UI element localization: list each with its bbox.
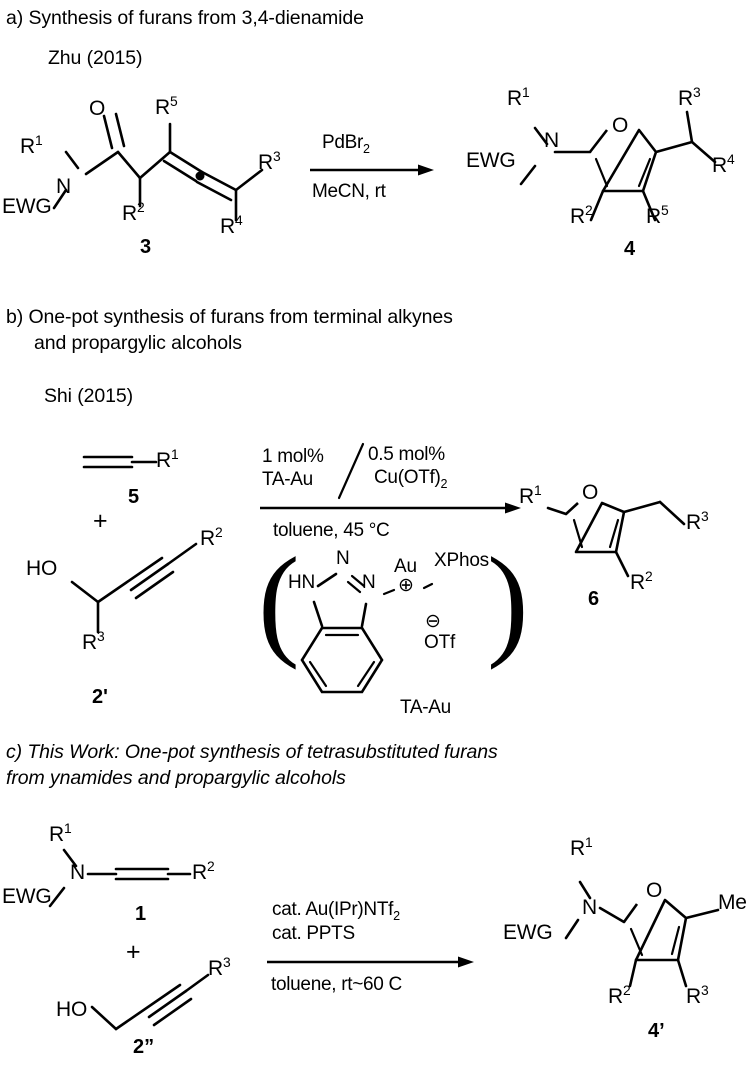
structure-tetrasubstituted-furan-4prime	[460, 830, 754, 1040]
atom-label-ewg: EWG	[466, 149, 516, 172]
panel-a-heading: a) Synthesis of furans from 3,4-dienamid…	[6, 7, 364, 29]
reaction-arrow-c	[267, 955, 475, 969]
compound-label-3: 3	[140, 236, 152, 258]
atom-label-n-top: N	[336, 548, 350, 569]
conditions-slash-b	[337, 442, 367, 500]
atom-label-au: Au	[394, 556, 417, 577]
catalyst-paren-left: (	[258, 533, 300, 671]
catalyst-paren-right: )	[487, 533, 529, 671]
atom-label-r3: R3	[678, 84, 701, 110]
atom-label-r3: R3	[82, 628, 105, 654]
atom-label-otf: OTf	[424, 632, 456, 653]
reaction-arrow-a	[310, 163, 435, 177]
compound-label-4prime: 4’	[648, 1020, 665, 1042]
atom-label-o: O	[89, 97, 106, 120]
plus-sign-c: +	[126, 938, 141, 966]
atom-label-r5: R5	[155, 93, 178, 119]
atom-label-o: O	[646, 879, 663, 902]
charge-positive-icon: ⊕	[398, 575, 414, 596]
structure-terminal-alkyne-5	[80, 445, 190, 485]
atom-label-r5: R5	[646, 202, 669, 228]
structure-propargylic-alcohol-2prime	[20, 520, 250, 670]
panel-b-heading-line2: and propargylic alcohols	[34, 332, 242, 354]
atom-label-n: N	[70, 861, 85, 884]
reaction-arrow-b	[260, 501, 522, 515]
structure-furan-6	[520, 450, 750, 610]
conditions-below-c: toluene, rt~60 C	[271, 974, 402, 995]
atom-label-r3: R3	[258, 148, 281, 174]
atom-label-r1: R1	[570, 834, 593, 860]
panel-c-heading-line2: from ynamides and propargylic alcohols	[6, 767, 346, 789]
compound-label-2prime: 2'	[92, 686, 108, 708]
atom-label-r2: R2	[122, 199, 145, 225]
atom-label-r3: R3	[686, 982, 709, 1008]
panel-c-heading-line1: c) This Work: One-pot synthesis of tetra…	[6, 741, 498, 763]
conditions-above-right-b-line1: 0.5 mol%	[368, 444, 445, 465]
atom-label-r3: R3	[208, 954, 231, 980]
structure-propargylic-alcohol-2dprime	[30, 955, 250, 1065]
panel-a-attribution: Zhu (2015)	[48, 47, 143, 69]
atom-label-o: O	[582, 481, 599, 504]
compound-label-4: 4	[624, 238, 636, 260]
conditions-above-a: PdBr2	[322, 132, 370, 156]
conditions-below-b: toluene, 45 °C	[273, 520, 390, 541]
structure-dienamide-3	[0, 90, 300, 260]
atom-label-r4: R4	[712, 151, 735, 177]
compound-label-6: 6	[588, 588, 600, 610]
atom-label-o: O	[612, 114, 629, 137]
conditions-above-c-line1: cat. Au(IPr)NTf2	[272, 899, 400, 923]
atom-label-r2: R2	[630, 568, 653, 594]
charge-negative-icon: ⊖	[425, 611, 441, 632]
panel-b-heading-line1: b) One-pot synthesis of furans from term…	[6, 306, 453, 328]
atom-label-n: N	[544, 129, 559, 152]
atom-label-r4: R4	[220, 212, 243, 238]
atom-label-n-right: N	[362, 572, 376, 593]
compound-label-5: 5	[128, 486, 140, 508]
structure-furan-4	[455, 80, 754, 270]
panel-b-attribution: Shi (2015)	[44, 385, 133, 407]
atom-label-r2: R2	[200, 524, 223, 550]
atom-label-r3: R3	[686, 508, 709, 534]
catalyst-name-label: TA-Au	[400, 697, 451, 718]
atom-label-r2: R2	[570, 202, 593, 228]
atom-label-ewg: EWG	[2, 195, 52, 218]
atom-label-n: N	[582, 896, 597, 919]
atom-label-ewg: EWG	[2, 885, 52, 908]
atom-label-n: N	[56, 175, 71, 198]
atom-label-r2: R2	[192, 858, 215, 884]
compound-label-1: 1	[135, 903, 147, 925]
atom-label-xphos: XPhos	[434, 550, 489, 571]
plus-sign-b: +	[93, 507, 108, 535]
atom-label-hn: HN	[288, 572, 316, 593]
compound-label-2dprime: 2”	[133, 1036, 155, 1058]
structure-ynamide-1	[0, 820, 260, 940]
atom-label-ho: HO	[26, 557, 58, 580]
conditions-above-left-b-line1: 1 mol%	[262, 446, 324, 467]
conditions-above-c-line2: cat. PPTS	[272, 923, 355, 944]
conditions-below-a: MeCN, rt	[312, 181, 386, 202]
conditions-above-right-b-line2: Cu(OTf)2	[374, 467, 448, 491]
conditions-above-left-b-line2: TA-Au	[262, 469, 313, 490]
atom-label-ho: HO	[56, 998, 88, 1021]
atom-label-r1: R1	[20, 132, 43, 158]
atom-label-me: Me	[718, 891, 747, 914]
structure-ta-au-catalyst	[288, 556, 448, 696]
atom-label-r2: R2	[608, 982, 631, 1008]
atom-label-r1: R1	[507, 84, 530, 110]
atom-label-r1: R1	[519, 482, 542, 508]
atom-label-r1: R1	[156, 446, 179, 472]
atom-label-r1: R1	[49, 820, 72, 846]
atom-label-ewg: EWG	[503, 921, 553, 944]
